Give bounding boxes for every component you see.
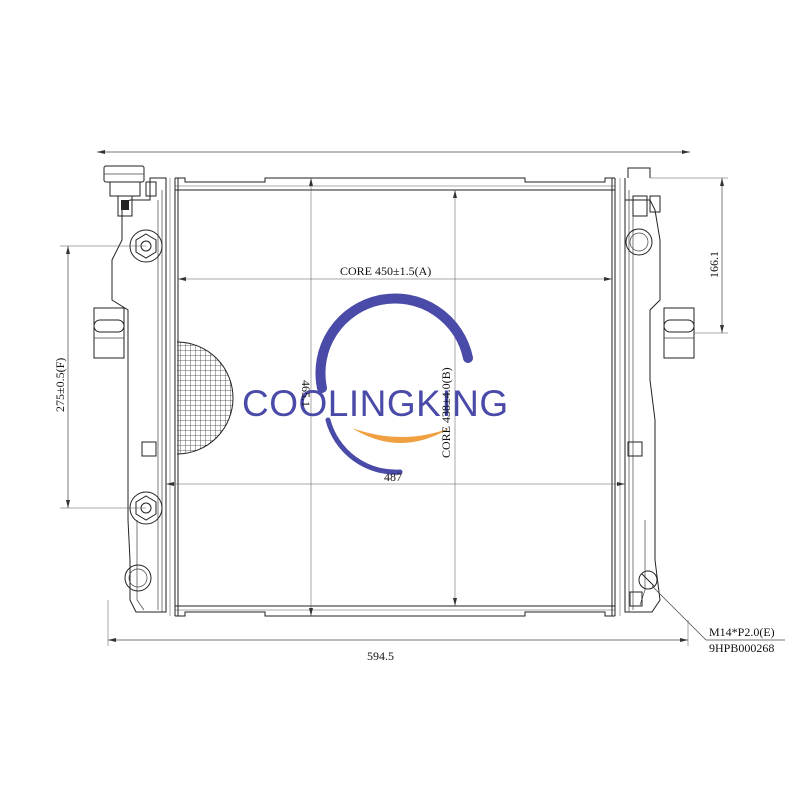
right-tank-tab <box>627 441 643 457</box>
overall-width-label: 594.5 <box>367 649 394 663</box>
core-height-label: CORE 438±4.0(B) <box>439 367 453 458</box>
left-side-bracket <box>93 307 125 359</box>
inner-height-label: 465.1 <box>299 380 313 407</box>
mount-spacing-dimension-line <box>60 245 146 509</box>
inner-height-dimension-line <box>309 178 313 616</box>
logo-wordmark: COOLINGKING <box>242 383 509 424</box>
logo-swoosh <box>352 428 450 443</box>
logo-ring <box>315 293 473 393</box>
core-height-dimension-line <box>453 190 457 606</box>
tank-width-dimension-line <box>166 482 625 486</box>
fan-shroud-mesh <box>176 341 234 455</box>
left-tank <box>111 177 167 613</box>
outlet-height-label: 166.1 <box>707 251 721 278</box>
core-width-dimension-line <box>178 277 612 281</box>
outlet-height-dimension-line <box>650 177 728 334</box>
filler-cap <box>103 165 157 217</box>
tank-width-label: 487 <box>384 470 402 484</box>
part-number-label: 9HPB000268 <box>709 641 774 655</box>
radiator-frame <box>169 177 621 617</box>
mount-spacing-label: 275±0.5(F) <box>53 358 67 412</box>
drain-thread-label: M14*P2.0(E) <box>709 625 775 639</box>
core-width-label: CORE 450±1.5(A) <box>340 264 431 278</box>
top-overall-dimension-line <box>97 150 690 154</box>
coolingking-logo: COOLINGKING <box>242 293 509 475</box>
drain-callout-leader <box>651 585 785 641</box>
right-side-bracket <box>663 307 695 359</box>
right-tank <box>624 178 661 613</box>
right-inlet-pipe <box>625 167 661 256</box>
logo-ring-lower <box>325 417 403 475</box>
left-outlet-pipe <box>124 564 152 592</box>
overall-width-dimension-line <box>107 600 689 646</box>
left-tank-tab <box>141 441 157 457</box>
drain-plug <box>629 570 658 607</box>
